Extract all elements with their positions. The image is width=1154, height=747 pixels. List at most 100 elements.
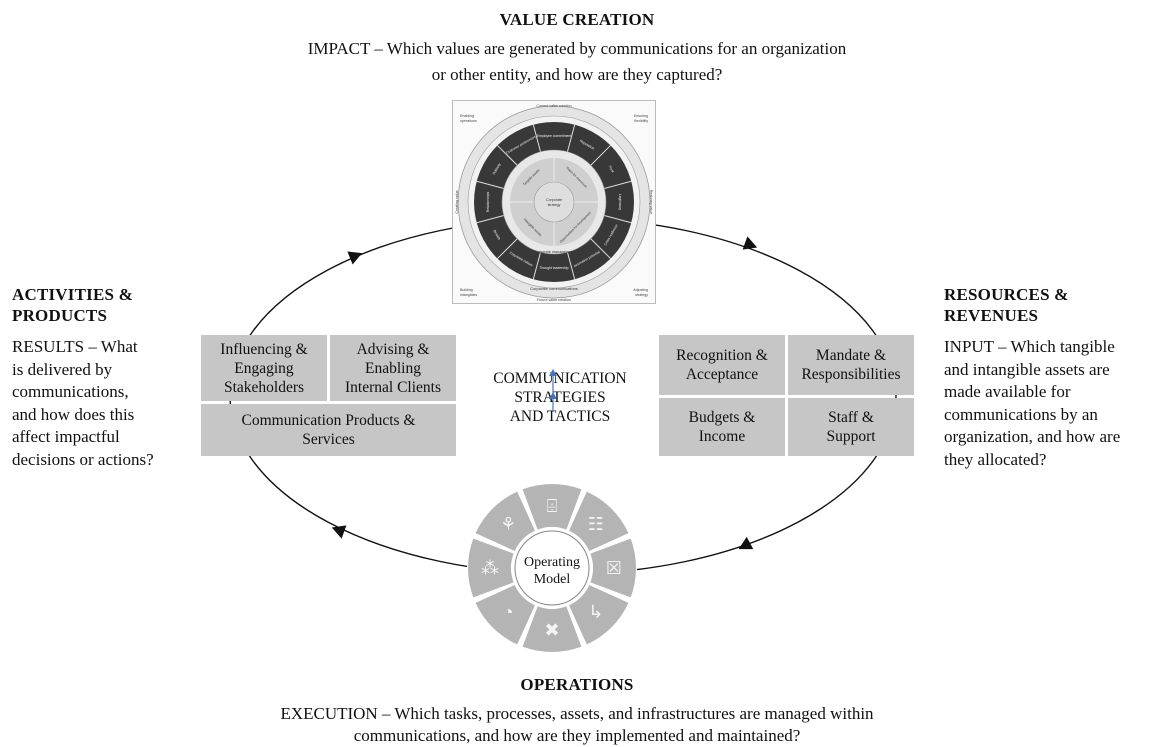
wheel-dark-segment-label: Publicity: [492, 162, 502, 175]
resources-line: they allocated?: [944, 449, 1047, 469]
wheel-outer-ring-label: Corporate communications: [530, 286, 578, 291]
staff-line: Staff &: [828, 409, 874, 426]
influencing-line: Influencing &: [220, 340, 308, 358]
recognition-acceptance-box: Recognition & Acceptance: [659, 335, 785, 395]
wheel-bottom-label: Future value creation: [537, 298, 571, 302]
wheel-spoke: [604, 214, 632, 224]
resources-description: INPUT – Which tangible and intangible as…: [944, 336, 1120, 471]
products-line: Services: [302, 431, 355, 448]
operating-model-segment: [522, 484, 582, 530]
budgets-income-box: Budgets & Income: [659, 398, 785, 456]
activities-line: and how does this: [12, 404, 135, 424]
operating-model-label-2: Model: [534, 572, 571, 587]
activities-title-line1: ACTIVITIES &: [12, 285, 133, 304]
arrow-head-bottom-left: [331, 525, 347, 539]
resources-title: RESOURCES & REVENUES: [944, 284, 1069, 326]
activities-title-line2: PRODUCTS: [12, 306, 108, 325]
communication-products-box: Communication Products & Services: [201, 404, 456, 456]
resources-line: INPUT – Which tangible: [944, 337, 1115, 356]
wheel-spoke: [532, 252, 542, 280]
wheel-right-label: Realizing value: [649, 190, 653, 214]
activities-line: is delivered by: [12, 359, 113, 379]
arrow-head-top-right: [742, 236, 758, 250]
wheel-spoke: [590, 238, 611, 259]
staff-line: Support: [826, 428, 876, 445]
wheel-top-label: Current value creation: [536, 104, 571, 108]
activities-line: decisions or actions?: [12, 449, 154, 469]
wheel-dark-segment-label: Trust: [608, 165, 615, 174]
operating-model-segment: [468, 538, 514, 598]
wheel-corner-tl-2: operations: [460, 119, 477, 123]
operations-line1: EXECUTION – Which tasks, processes, asse…: [280, 704, 874, 723]
value-wheel-figure: Current value creation Future value crea…: [452, 100, 656, 304]
wheel-spoke: [566, 252, 576, 280]
wheel-corner-bl-2: intangibles: [460, 293, 477, 297]
briefcase-icon: ⌹: [547, 496, 558, 516]
wheel-corner-bl-1: Building: [460, 288, 473, 292]
influencing-stakeholders-box: Influencing & Engaging Stakeholders: [201, 335, 327, 401]
budgets-line: Budgets &: [688, 409, 756, 426]
resources-line: made available for: [944, 382, 1071, 401]
wheel-spoke: [476, 214, 504, 224]
resources-title-line1: RESOURCES &: [944, 285, 1069, 304]
operating-model-label-1: Operating: [524, 555, 580, 570]
resources-line: organization, and how are: [944, 427, 1121, 446]
wheel-dark-segment-label: Employee commitment: [537, 134, 572, 138]
operations-line2: communications, and how are they impleme…: [353, 726, 801, 745]
operating-model-segment: [475, 491, 535, 551]
speedometer-icon: ◔: [503, 602, 514, 622]
influencing-line: Stakeholders: [223, 378, 305, 396]
wheel-center-label-1: Corporate: [546, 198, 562, 202]
operating-model-segment: [590, 538, 636, 598]
operations-title: OPERATIONS: [520, 675, 634, 694]
operating-model-segment: [475, 585, 535, 645]
budgets-line: Income: [698, 428, 746, 445]
connector-arrow-up-icon: [549, 369, 557, 376]
value-creation-line2: or other entity, and how are they captur…: [431, 65, 723, 84]
wheel-spoke: [476, 180, 504, 190]
operating-model-segment: [569, 491, 629, 551]
recognition-line: Acceptance: [685, 366, 759, 383]
wheel-dark-segment-label: Relationships: [486, 192, 490, 213]
arrow-head-bottom-right: [738, 536, 754, 550]
wheel-dark-segment-label: Brands: [493, 229, 502, 241]
wheel-corner-tr-1: Ensuring: [634, 114, 648, 118]
strategy-connector: [549, 369, 557, 412]
wheel-corner-br-1: Adjusting: [633, 288, 648, 292]
wheel-corner-tr-2: flexibility: [634, 119, 648, 123]
strategies-line: AND TACTICS: [509, 408, 611, 425]
process-path-icon: ↳: [588, 602, 603, 622]
wheel-center-label-2: strategy: [548, 203, 561, 207]
brain-icon: ⚘: [500, 514, 516, 534]
wheel-center: [533, 181, 575, 223]
org-chart-icon: ☷: [588, 514, 604, 534]
wheel-spoke: [604, 180, 632, 190]
wheel-spoke: [497, 145, 518, 166]
advising-internal-clients-box: Advising & Enabling Internal Clients: [330, 335, 456, 401]
activities-title: ACTIVITIES & PRODUCTS: [12, 284, 133, 326]
wheel-dark-segment-label: Legitimacy: [618, 194, 622, 211]
advising-line: Internal Clients: [345, 378, 441, 396]
activities-line: communications,: [12, 382, 129, 401]
wheel-corner-tl-1: Enabling: [460, 114, 474, 118]
arrow-head-top-left: [347, 251, 363, 265]
wheel-spoke: [590, 145, 611, 166]
value-creation-line1: IMPACT – Which values are generated by c…: [307, 39, 847, 58]
strategies-line: COMMUNICATION: [493, 370, 627, 387]
activities-line: RESULTS – What: [12, 337, 138, 356]
communication-strategies-label: COMMUNICATION STRATEGIES AND TACTICS: [470, 369, 650, 426]
resources-line: and intangible assets are: [944, 359, 1110, 379]
staff-support-box: Staff & Support: [788, 398, 914, 456]
wheel-left-label: Creating value: [455, 190, 459, 213]
network-icon: ⁂: [481, 558, 499, 578]
wheel-dark-segment-label: Thought leadership: [539, 266, 568, 270]
resources-title-line2: REVENUES: [944, 306, 1039, 325]
wheel-corner-br-2: strategy: [635, 293, 648, 297]
wheel-spoke: [566, 124, 576, 152]
mandate-line: Mandate &: [815, 347, 887, 364]
strategies-line: STRATEGIES: [514, 389, 606, 406]
advising-line: Enabling: [365, 359, 421, 377]
resources-line: communications by an: [944, 404, 1098, 424]
advising-line: Advising &: [356, 340, 430, 358]
activities-description: RESULTS – What is delivered by communica…: [12, 336, 154, 471]
